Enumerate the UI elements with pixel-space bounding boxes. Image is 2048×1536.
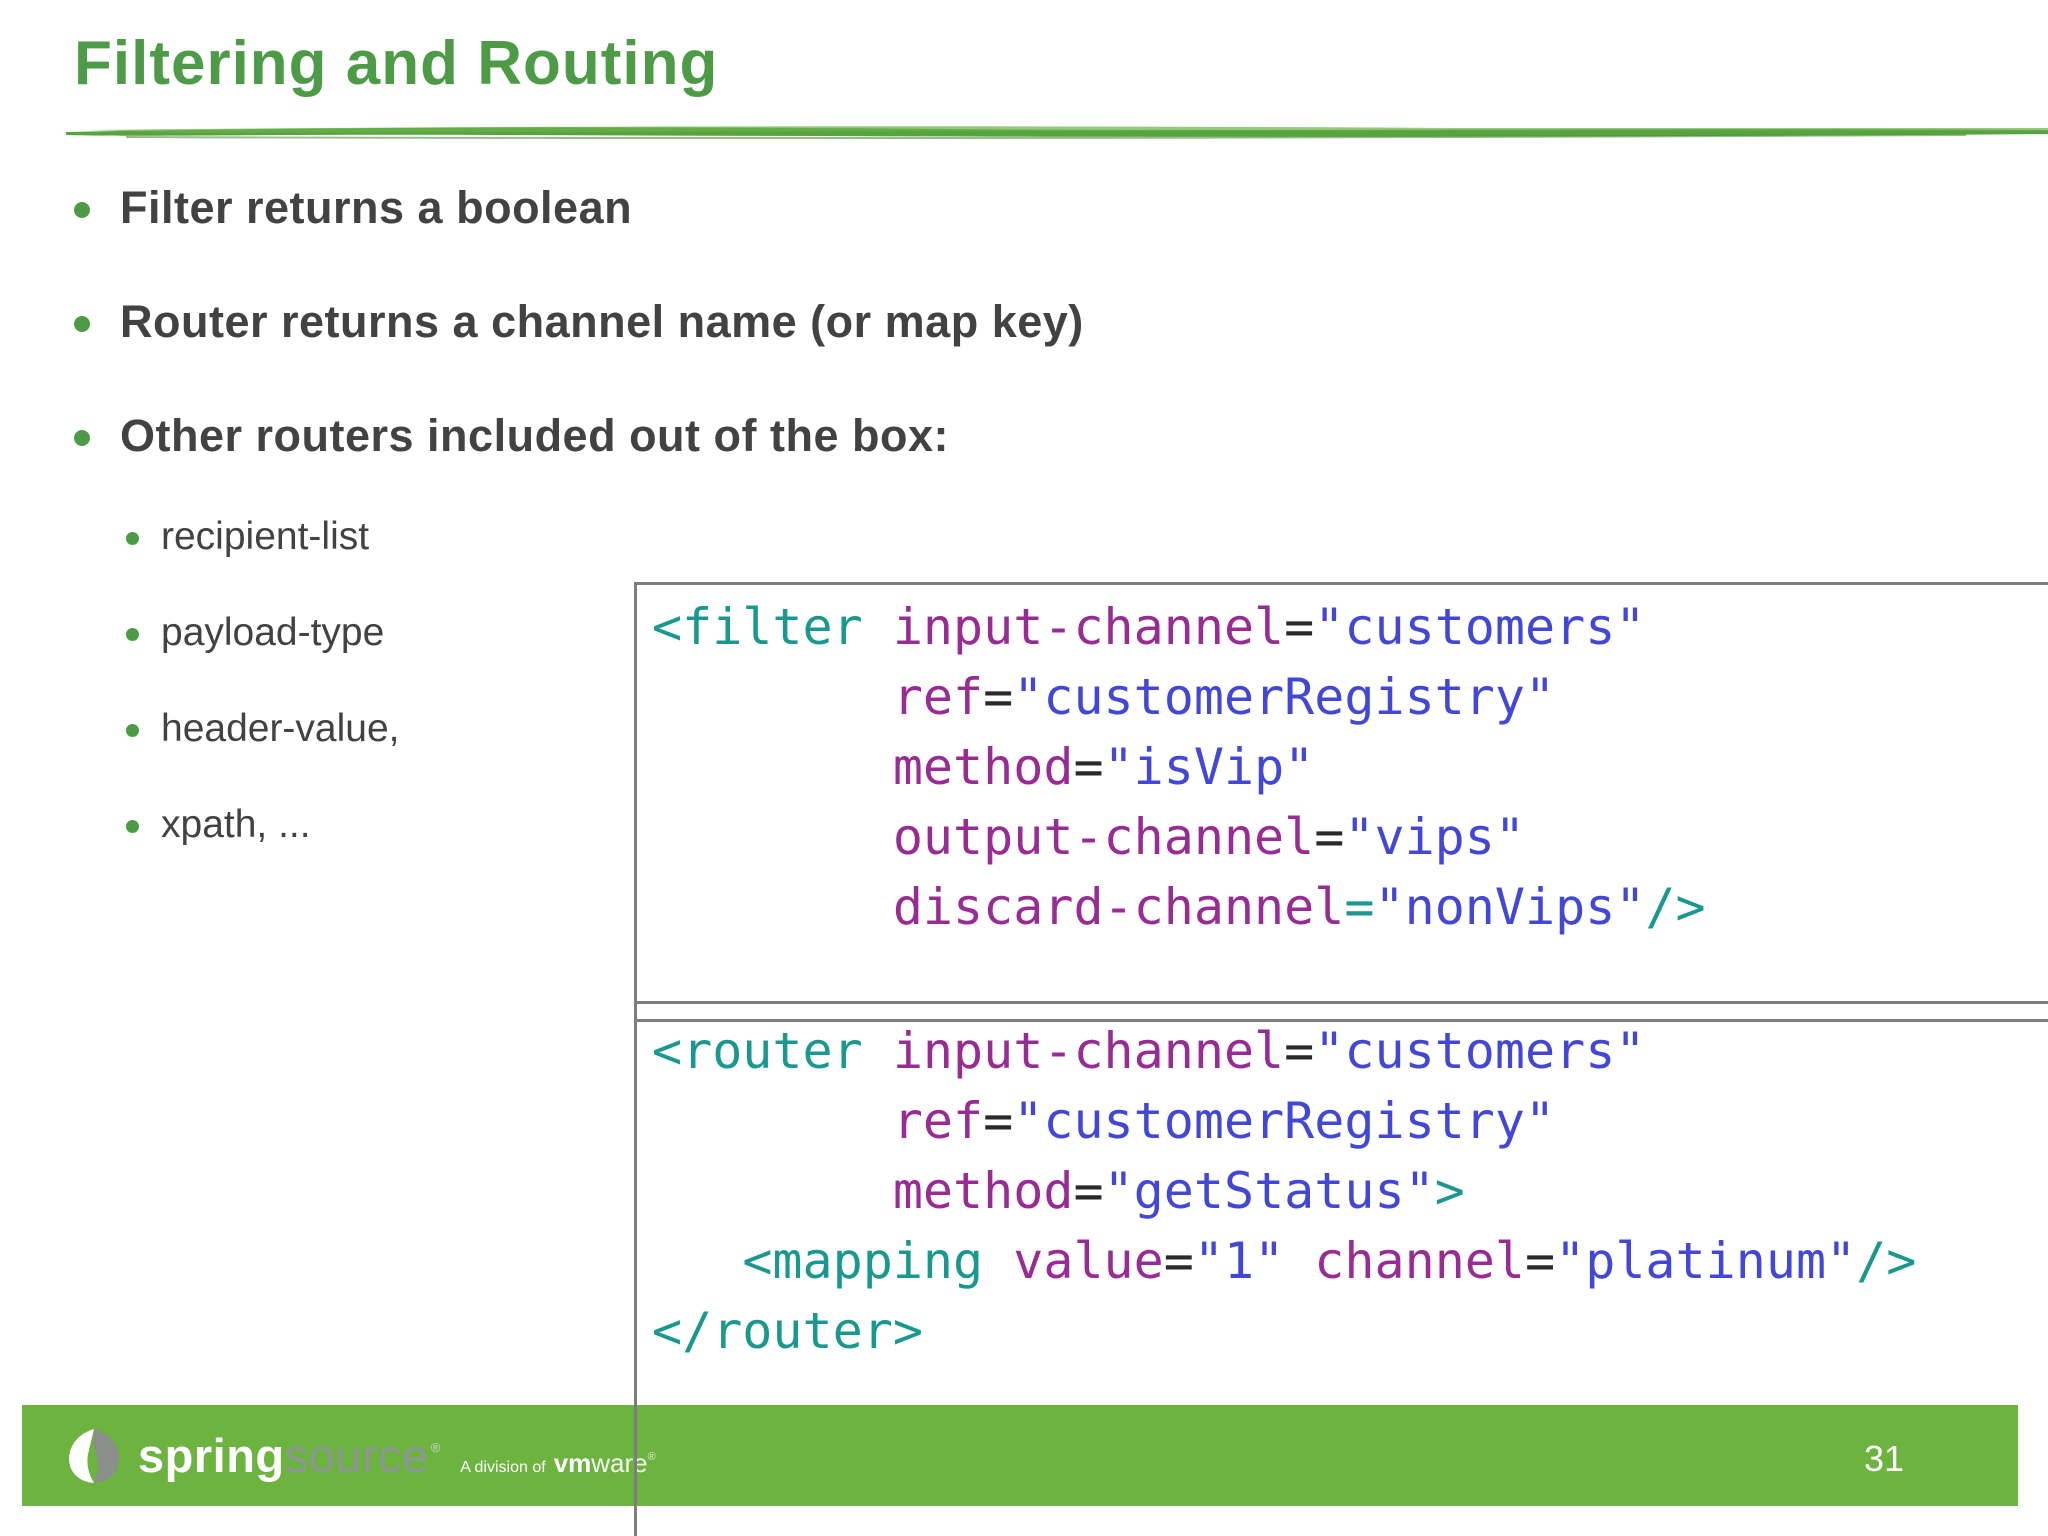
bullet-dot-icon	[74, 430, 90, 446]
code-line: method="getStatus">	[892, 1162, 1465, 1220]
sub-bullet-item: header-value,	[126, 705, 400, 753]
sub-bullet-item: xpath, ...	[126, 801, 400, 849]
sub-bullet-item-label: xpath, ...	[161, 803, 311, 846]
code-line: ref="customerRegistry"	[892, 1092, 1556, 1150]
page-title: Filtering and Routing	[74, 29, 719, 98]
code-line: <filter input-channel="customers"	[652, 598, 1646, 656]
filter-code-block: <filter input-channel="customers" ref="c…	[652, 592, 2048, 942]
bullet-dot-icon	[74, 316, 90, 332]
leaf-icon	[69, 1428, 119, 1483]
bullet-dot-icon	[126, 820, 139, 833]
code-box1-top-border	[634, 582, 2048, 585]
sub-bullet-list: recipient-list payload-type header-value, x…	[126, 513, 400, 897]
title-underline-brush	[66, 126, 2048, 140]
page-number: 31	[1864, 1438, 1905, 1479]
brand-vmware-trademark: ®	[647, 1451, 656, 1463]
brand-vmware-bold: vm	[553, 1448, 592, 1478]
brand-vmware-rest: ware	[591, 1448, 648, 1478]
bullet-dot-icon	[126, 628, 139, 641]
brand-source-trademark: ®	[430, 1440, 441, 1455]
code-line: method="isVip"	[892, 738, 1315, 796]
brand-source: source	[284, 1429, 429, 1482]
code-line: </router>	[652, 1302, 923, 1360]
bullet-dot-icon	[74, 202, 90, 218]
bullet-item: Other routers included out of the box:	[74, 409, 1084, 463]
code-box-left-border	[634, 582, 637, 1536]
code-line: <router input-channel="customers"	[652, 1022, 1646, 1080]
sub-bullet-item-label: header-value,	[161, 707, 400, 750]
sub-bullet-item-label: recipient-list	[161, 515, 370, 558]
bullet-item-label: Filter returns a boolean	[120, 182, 633, 233]
sub-bullet-item: payload-type	[126, 609, 400, 657]
code-line: output-channel="vips"	[892, 808, 1525, 866]
bullet-item: Router returns a channel name (or map ke…	[74, 295, 1084, 349]
brand-spring: spring	[138, 1429, 285, 1482]
bullet-item: Filter returns a boolean	[74, 181, 1084, 235]
code-box2-top-border	[634, 1019, 2048, 1022]
bullet-dot-icon	[126, 532, 139, 545]
sub-bullet-item: recipient-list	[126, 513, 400, 561]
bullet-item-label: Router returns a channel name (or map ke…	[120, 296, 1084, 347]
sub-bullet-item-label: payload-type	[161, 611, 385, 654]
brand-division-text: A division of	[460, 1459, 546, 1476]
code-line: ref="customerRegistry"	[892, 668, 1556, 726]
code-line: discard-channel="nonVips"/>	[892, 878, 1706, 936]
bullet-item-label: Other routers included out of the box:	[120, 410, 949, 461]
bullet-dot-icon	[126, 724, 139, 737]
code-box1-bottom-border	[634, 1001, 2048, 1004]
router-code-block: <router input-channel="customers" ref="c…	[652, 1016, 2048, 1366]
code-line: <mapping value="1" channel="platinum"/>	[742, 1232, 1917, 1290]
